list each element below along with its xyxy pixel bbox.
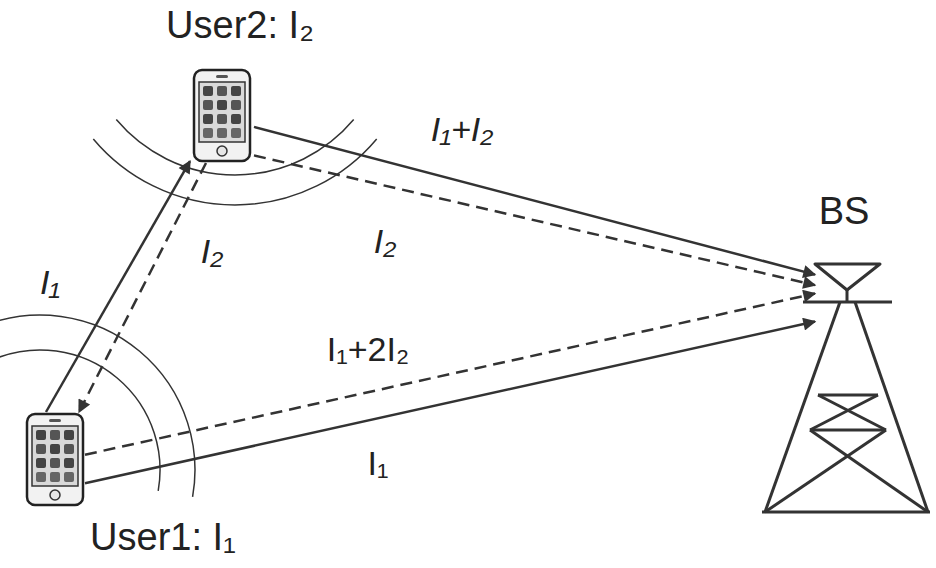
tower-symbol: [762, 264, 930, 512]
dashed-link: [254, 155, 815, 285]
solid-link: [254, 127, 815, 275]
phone-icon: [194, 70, 250, 161]
base-station-node: BS: [815, 262, 875, 332]
signal-label: I₁: [365, 445, 392, 482]
signal-label: I₁+2I₂: [324, 331, 412, 368]
phone-icon: [27, 414, 83, 505]
signal-label: I₁: [37, 264, 63, 301]
signal-label: I₂: [371, 223, 399, 260]
phone-node: User1: I₁: [25, 412, 85, 507]
station-label: BS: [819, 190, 870, 234]
solid-link: [46, 161, 190, 412]
signal-label: I₁+I₂: [428, 111, 496, 148]
dashed-link: [85, 294, 815, 455]
user-label: User2: I₂: [166, 4, 314, 48]
user-label: User1: I₁: [90, 516, 236, 560]
signal-label: I₂: [198, 233, 226, 270]
phone-node: User2: I₂: [190, 68, 254, 163]
dashed-link: [79, 163, 206, 412]
